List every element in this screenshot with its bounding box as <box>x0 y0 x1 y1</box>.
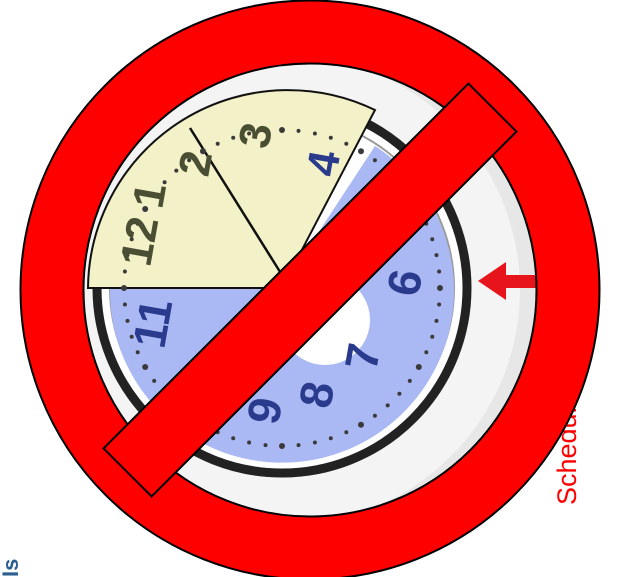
tick-dot <box>416 364 422 370</box>
tick-dot <box>424 350 428 354</box>
tick-dot <box>163 180 167 184</box>
tick-dot <box>297 129 301 133</box>
tick-dot <box>123 270 127 274</box>
tick-dot <box>152 379 156 383</box>
tick-dot <box>247 441 251 445</box>
tick-dot <box>397 392 401 396</box>
tick-dot <box>437 303 441 307</box>
corner-label: Is <box>0 559 23 577</box>
tick-dot <box>231 436 235 440</box>
tick-dot <box>313 441 317 445</box>
numeral-12: 12 <box>112 213 169 270</box>
tick-dot <box>358 422 364 428</box>
tick-dot <box>373 158 377 162</box>
tick-dot <box>437 270 441 274</box>
tick-dot <box>373 414 377 418</box>
tick-dot <box>437 285 443 291</box>
numeral-11: 11 <box>123 295 183 352</box>
tick-dot <box>358 148 364 154</box>
tick-dot <box>329 436 333 440</box>
tick-dot <box>264 443 268 447</box>
tick-dot <box>344 142 348 146</box>
tick-dot <box>142 364 148 370</box>
tick-dot <box>435 253 439 257</box>
tick-dot <box>279 443 285 449</box>
tick-dot <box>123 303 127 307</box>
tick-dot <box>435 319 439 323</box>
tick-dot <box>136 350 140 354</box>
tick-dot <box>430 335 434 339</box>
tick-dot <box>408 379 412 383</box>
tick-dot <box>313 132 317 136</box>
tick-dot <box>430 237 434 241</box>
tick-dot <box>121 285 127 291</box>
tick-dot <box>344 430 348 434</box>
tick-dot <box>386 403 390 407</box>
tick-dot <box>216 142 220 146</box>
tick-dot <box>329 136 333 140</box>
tick-dot <box>297 443 301 447</box>
